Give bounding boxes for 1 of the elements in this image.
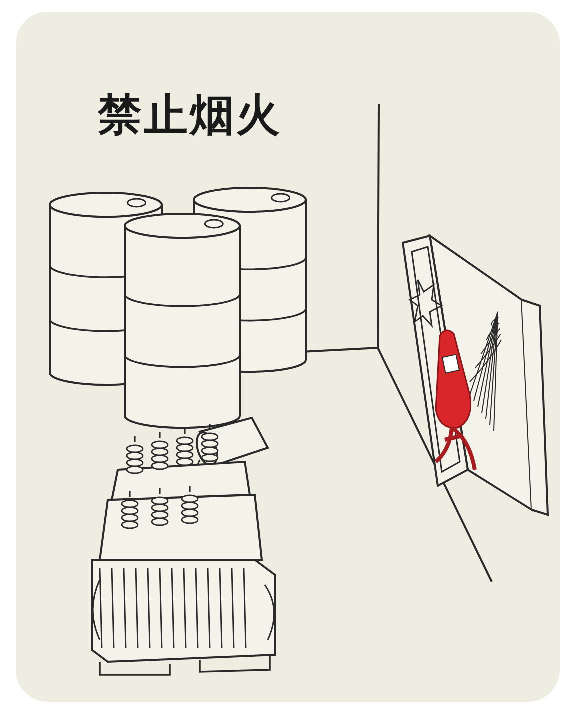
sign-text: 禁止烟火 [98,94,282,138]
